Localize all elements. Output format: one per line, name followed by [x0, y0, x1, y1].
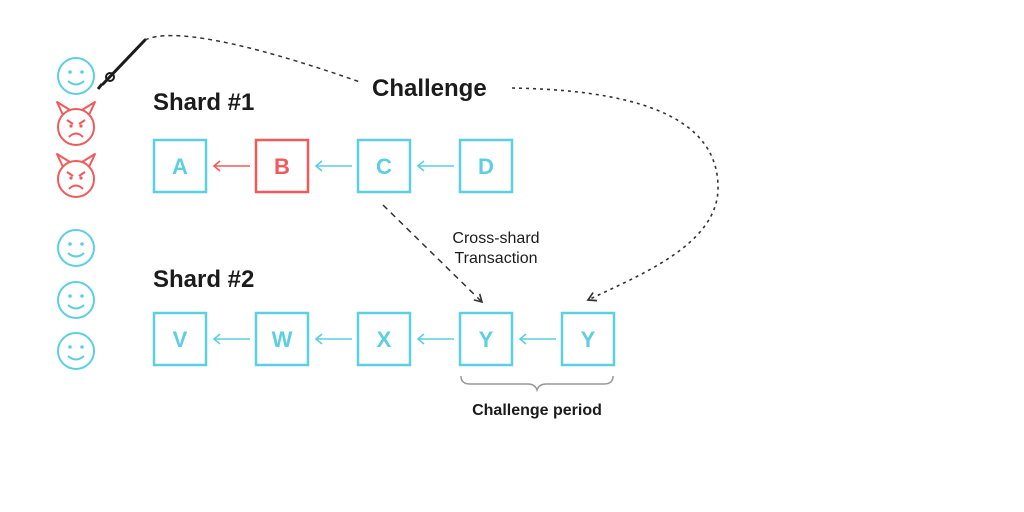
challenge-label: Challenge [372, 75, 487, 102]
challenge-period-label: Challenge period [472, 402, 602, 419]
challenge-arrow-to-y [511, 87, 719, 302]
smiley-face-icon [57, 332, 95, 370]
block-label: Y [479, 327, 494, 352]
challenge-line-left [144, 34, 361, 83]
validators-column [56, 57, 96, 370]
shard2-block-w: W [254, 311, 310, 367]
chain-link-arrow [518, 333, 556, 345]
shard1-title: Shard #1 [153, 89, 254, 116]
shard2-block-v: V [152, 311, 208, 367]
block-label: A [172, 154, 188, 179]
shard2-block-x: X [356, 311, 412, 367]
block-label: D [478, 154, 494, 179]
block-label: V [173, 327, 188, 352]
smiley-face-icon [57, 229, 95, 267]
chain-link-arrow [314, 333, 352, 345]
chain-link-arrow [314, 160, 352, 172]
shard1-chain: A B C D [152, 138, 514, 194]
shard1-block-a: A [152, 138, 208, 194]
shard1-block-d: D [458, 138, 514, 194]
chain-link-arrow [212, 160, 250, 172]
devil-face-icon [56, 101, 96, 146]
chain-link-arrow [416, 333, 454, 345]
cross-shard-label-line1: Cross-shard [452, 230, 539, 247]
block-label: W [272, 327, 293, 352]
shard2-title: Shard #2 [153, 266, 254, 293]
block-label: C [376, 154, 392, 179]
challenge-period-brace [460, 375, 614, 393]
block-label: X [377, 327, 392, 352]
chain-link-arrow [212, 333, 250, 345]
devil-face-icon [56, 153, 96, 198]
smiley-face-icon [57, 57, 95, 95]
shard1-block-c: C [356, 138, 412, 194]
smiley-face-icon [57, 281, 95, 319]
cross-shard-arrow [382, 204, 484, 304]
cross-shard-label-line2: Transaction [455, 250, 538, 267]
chain-link-arrow [416, 160, 454, 172]
shard2-block-y: Y [560, 311, 616, 367]
shard1-block-b: B [254, 138, 310, 194]
block-label: Y [581, 327, 596, 352]
block-label: B [274, 154, 290, 179]
fishing-rod-icon [96, 38, 147, 90]
shard2-block-y: Y [458, 311, 514, 367]
